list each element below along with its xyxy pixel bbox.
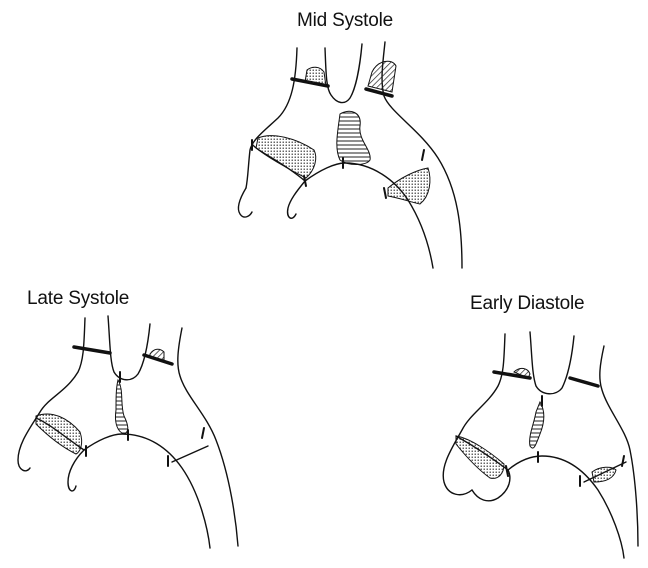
early-flow-region-left <box>456 436 504 478</box>
mid-tick-4 <box>384 188 386 198</box>
mid-left-vessel-inner <box>325 44 362 103</box>
mid-tick-5 <box>422 150 424 160</box>
early-flow-region-right <box>592 467 616 482</box>
late-tick-5 <box>202 428 204 438</box>
mid-root-left <box>238 188 252 217</box>
early-flow-region-center <box>530 402 544 448</box>
late-left-vessel-inner <box>108 316 150 380</box>
early-tick-2 <box>506 466 508 476</box>
mid-flow-region-center <box>337 111 370 164</box>
late-flow-region-center <box>115 380 127 434</box>
late-root-right <box>68 450 84 491</box>
late-flow-region-left <box>36 414 82 454</box>
late-right-vessel <box>178 328 238 546</box>
mid-flow-region-top-right <box>368 61 396 92</box>
early-left-vessel-inner <box>530 332 574 394</box>
mid-systole-aorta-drawing <box>238 42 462 268</box>
early-right-vessel <box>600 346 638 546</box>
mid-root-right <box>288 181 305 218</box>
late-sinus-line <box>172 446 208 462</box>
early-diastole-aorta-drawing <box>443 332 638 558</box>
late-systole-aorta-drawing <box>18 316 238 548</box>
mid-flow-region-left <box>256 136 316 178</box>
late-flow-region-top <box>150 349 164 360</box>
late-inner-arch <box>84 434 210 548</box>
late-clamp-left <box>74 347 110 353</box>
mid-flow-region-right <box>388 168 430 204</box>
early-clamp-right <box>570 378 598 386</box>
